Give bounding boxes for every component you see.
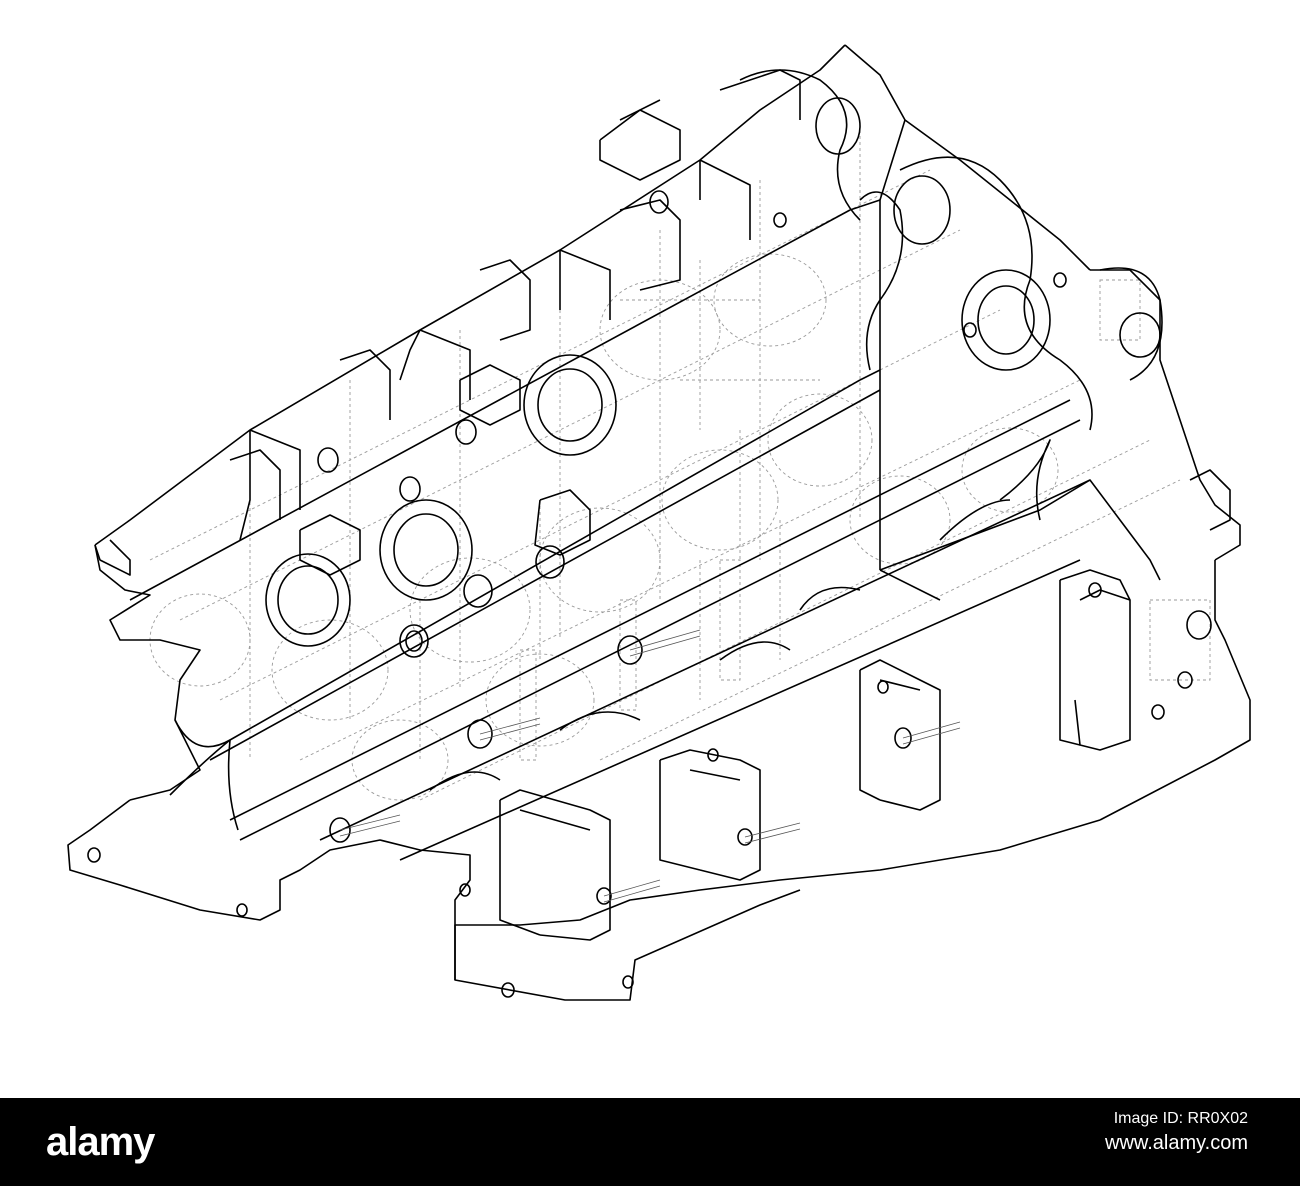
alamy-logo: alamy: [46, 1120, 155, 1164]
engine-block-drawing: [67, 44, 1251, 1001]
shaft-hatching: [339, 629, 961, 903]
image-id-label: Image ID: RR0X02: [1113, 1110, 1248, 1127]
bores: [87, 97, 1212, 998]
footer-logo-text: alamy: [46, 1120, 155, 1164]
site-url: www.alamy.com: [1105, 1132, 1248, 1154]
footer-info: Image ID: RR0X02 www.alamy.com: [1105, 1108, 1248, 1156]
block-outline: [67, 44, 1251, 1001]
footer-bar: alamy Image ID: RR0X02 www.alamy.com: [0, 1098, 1300, 1186]
